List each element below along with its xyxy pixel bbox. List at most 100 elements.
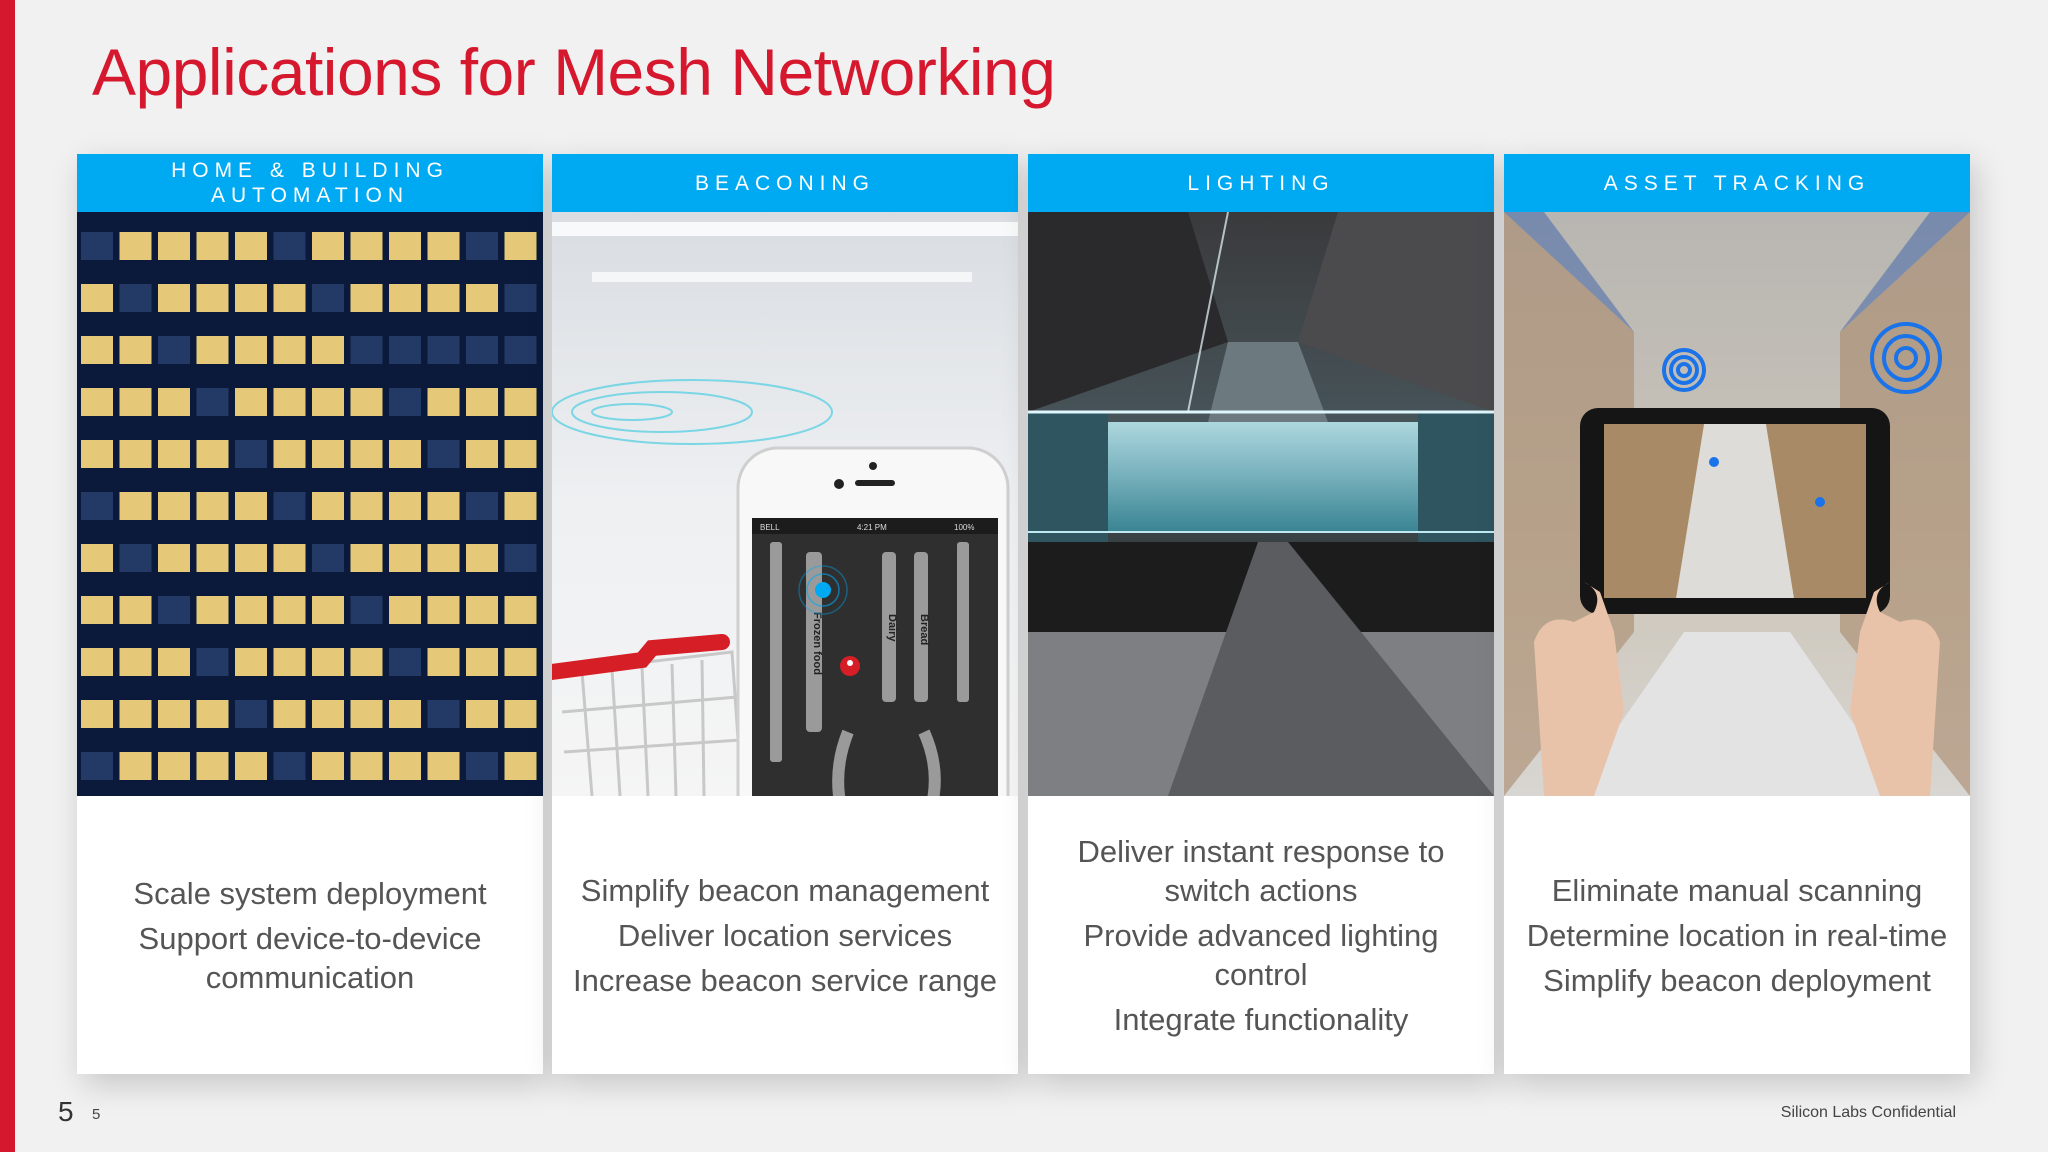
building-window [427,700,460,728]
building-window [81,440,113,468]
building-window [119,440,152,468]
building-window [273,336,306,364]
building-window [273,388,306,416]
phone-time: 4:21 PM [857,523,887,532]
building-window [350,232,383,260]
building-window [119,648,152,676]
building-window [119,388,152,416]
building-window [273,648,306,676]
phone-carrier: BELL [760,523,780,532]
building-window [312,336,344,364]
building-window [389,284,421,312]
building-window [389,440,421,468]
building-window [312,752,344,780]
building-window [504,440,537,468]
building-window [427,752,460,780]
building-window [81,284,113,312]
building-window [389,336,421,364]
card-line: Simplify beacon management [580,872,990,908]
building-window [196,648,229,676]
building-window [81,336,113,364]
building-window [427,336,460,364]
building-window [158,440,190,468]
building-window [504,388,537,416]
building-window [119,232,152,260]
building-window [466,544,498,572]
building-window [158,388,190,416]
building-window [119,752,152,780]
building-window [312,284,344,312]
building-window [158,336,190,364]
card-line: Simplify beacon deployment [1543,962,1931,998]
building-window [235,752,267,780]
card-description: Eliminate manual scanning Determine loca… [1504,796,1970,1074]
building-window [235,388,267,416]
building-window [389,544,421,572]
building-window [504,336,537,364]
building-window [235,492,267,520]
card-line: Scale system deployment [133,875,487,911]
aisle-label: Bread [918,614,930,645]
card-asset-tracking: Asset Tracking [1504,154,1970,1074]
building-window [119,700,152,728]
building-window [196,440,229,468]
building-window [427,440,460,468]
aisle-label: Dairy [886,614,898,642]
card-description: Simplify beacon management Deliver locat… [552,796,1018,1074]
building-window [158,232,190,260]
building-window [312,700,344,728]
building-window [235,596,267,624]
building-window [427,544,460,572]
building-window [427,596,460,624]
building-window [427,284,460,312]
building-window [312,648,344,676]
card-line: Eliminate manual scanning [1551,872,1923,908]
building-window [389,700,421,728]
building-window [312,440,344,468]
building-window [389,596,421,624]
building-window [350,648,383,676]
building-window [466,388,498,416]
building-window [273,232,306,260]
building-window [81,700,113,728]
building-window [273,752,306,780]
kitchen-led-lighting-image [1028,212,1494,796]
aisle-label: Frozen food [811,612,823,675]
card-line: Support device-to-device communication [138,920,482,995]
card-line: Determine location in real-time [1526,917,1948,953]
building-window [235,284,267,312]
card-line: Increase beacon service range [573,962,997,998]
building-window [312,544,344,572]
building-window [427,492,460,520]
page-number-small: 5 [92,1106,101,1123]
building-window [158,700,190,728]
footer-confidential: Silicon Labs Confidential [1780,1104,1956,1121]
building-window [350,440,383,468]
building-window [504,232,537,260]
building-window [466,492,498,520]
card-header: Lighting [1028,154,1494,212]
page-number: 5 [58,1096,74,1127]
building-window [81,596,113,624]
building-window [389,648,421,676]
phone-store-map-image: BELL 4:21 PM 100% Frozen food Dairy Brea… [552,212,1018,796]
building-window [504,544,537,572]
building-window [504,752,537,780]
building-window [350,596,383,624]
card-line: Deliver instant response to switch actio… [1077,833,1445,908]
building-window [196,544,229,572]
building-window [427,648,460,676]
building-window [389,492,421,520]
building-window [158,544,190,572]
card-lighting: Lighting [1028,154,1494,1074]
building-window [350,544,383,572]
building-window [273,440,306,468]
building-window [119,544,152,572]
card-line: Deliver location services [617,917,953,953]
building-window [158,752,190,780]
card-line: Integrate functionality [1113,1001,1409,1037]
building-window [196,492,229,520]
building-window [350,700,383,728]
building-window [273,284,306,312]
building-window [350,336,383,364]
